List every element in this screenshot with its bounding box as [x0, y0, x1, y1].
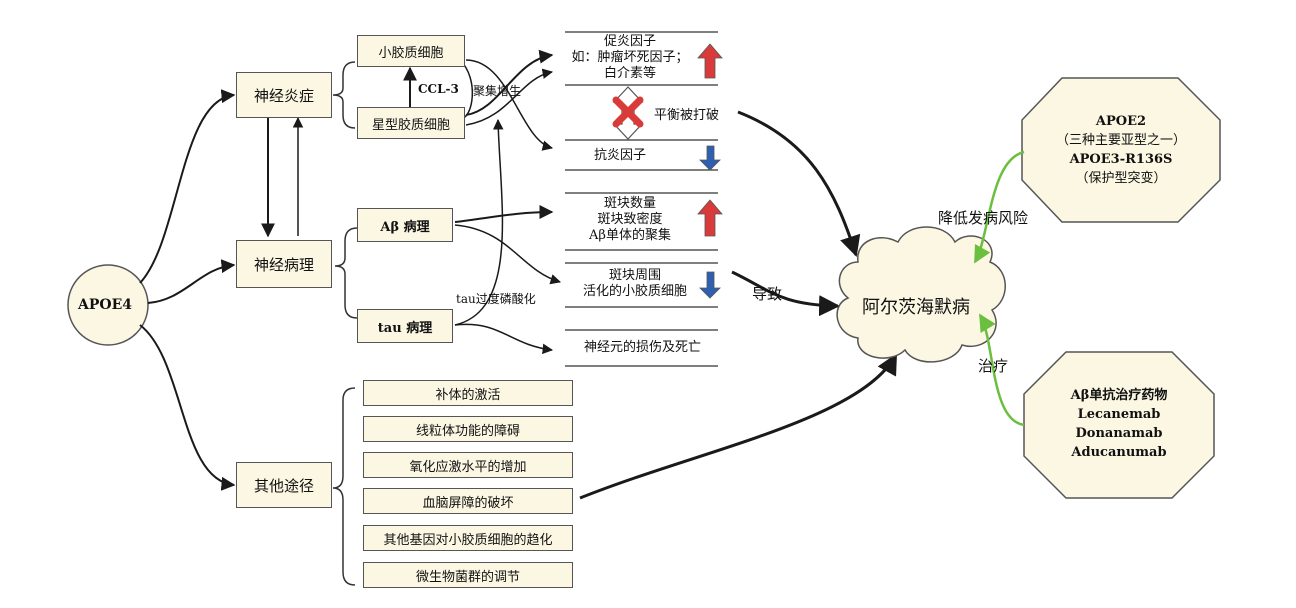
other-item: 补体的激活 [363, 380, 573, 406]
arrow-apoe4-pathology [147, 259, 236, 304]
arrow-treatment-to-ad [978, 313, 1025, 427]
neuron-death: 神经元的损伤及死亡 [583, 340, 701, 355]
brace-other [332, 387, 356, 586]
tau-box: tau 病理 [357, 309, 453, 343]
arrow-apoe4-inflammation [139, 89, 236, 284]
protective-text: APOE2 （三种主要亚型之一） APOE3-R136S （保护型突变） [1026, 112, 1216, 188]
treatment-line: Donanamab [1075, 426, 1163, 441]
arrow-abeta-activation [454, 224, 562, 285]
aggregate-label: 聚集增生 [473, 84, 522, 98]
arrow-to-antiinflammatory [465, 59, 554, 151]
treatment-octagon [1023, 351, 1215, 499]
other-item: 血脑屏障的破坏 [363, 488, 573, 514]
microglia-activation: 斑块周围 活化的小胶质细胞 [570, 268, 700, 300]
arrow-lead-to-ad [731, 270, 841, 317]
arrow-tau-to-aggregate [454, 118, 504, 326]
treatment-line: Aducanumab [1071, 445, 1167, 460]
other-item: 氧化应激水平的增加 [363, 452, 573, 478]
arrow-abeta-plaque [454, 205, 554, 223]
arrow-bbb-to-ad [579, 353, 898, 500]
pathway-inflammation: 神经炎症 [236, 72, 332, 118]
brace-inflammation [332, 61, 356, 129]
balance-broken-label: 平衡被打破 [654, 108, 720, 123]
down-arrow-icon [699, 145, 721, 171]
other-item: 微生物菌群的调节 [363, 562, 573, 588]
abeta-box: Aβ 病理 [357, 208, 453, 242]
protective-line: APOE3-R136S [1069, 152, 1173, 167]
other-item: 线粒体功能的障碍 [363, 416, 573, 442]
proinflammatory-line: 促炎因子 [603, 34, 656, 49]
outcome-label: 阿尔茨海默病 [862, 297, 970, 318]
down-arrow-icon [699, 271, 721, 299]
arrow-apoe4-other [139, 324, 236, 491]
treatment-text: Aβ单抗治疗药物 Lecanemab Donanamab Aducanumab [1026, 386, 1212, 462]
microglia-box: 小胶质细胞 [357, 35, 465, 67]
ad-cloud-shape [836, 226, 1006, 363]
arrow-to-proinflammatory-2 [465, 68, 554, 126]
proinflammatory-line: 如：肿瘤坏死因子； [571, 50, 689, 65]
arrow-to-proinflammatory [465, 49, 554, 116]
protective-line: （保护型突变） [1075, 171, 1167, 186]
arrow-protective-to-ad [973, 150, 1025, 264]
treatment-line: Lecanemab [1077, 407, 1161, 422]
pathway-pathology: 神经病理 [236, 240, 332, 288]
plaque-line: 斑块致密度 [597, 212, 663, 227]
root-node: APOE4 [78, 297, 132, 313]
activation-line: 斑块周围 [608, 268, 661, 283]
lead-label: 导致 [752, 285, 783, 303]
proinflammatory-line: 白介素等 [603, 66, 656, 81]
tau-phosphorylation-label: tau过度磷酸化 [456, 292, 536, 306]
up-arrow-icon [697, 199, 723, 237]
astrocyte-box: 星型胶质细胞 [357, 107, 465, 139]
apoe4-node-circle [67, 264, 149, 346]
plaque-effects: 斑块数量 斑块致密度 Aβ单体的聚集 [570, 196, 690, 244]
proinflammatory-factors: 促炎因子 如：肿瘤坏死因子； 白介素等 [560, 34, 700, 82]
antiinflammatory-factors: 抗炎因子 [593, 148, 646, 163]
balance-broken-icon [612, 86, 644, 140]
plaque-line: 斑块数量 [603, 196, 656, 211]
pathway-other: 其他途径 [236, 462, 332, 508]
protective-line: APOE2 [1095, 114, 1147, 129]
up-arrow-icon [697, 43, 723, 79]
ccl3-label: CCL-3 [418, 82, 459, 96]
other-item: 其他基因对小胶质细胞的趋化 [363, 525, 573, 551]
effect-lines [565, 31, 718, 367]
treatment-line: Aβ单抗治疗药物 [1070, 388, 1168, 403]
activation-line: 活化的小胶质细胞 [582, 284, 687, 299]
brace-pathology [334, 227, 358, 319]
reduce-risk-label: 降低发病风险 [938, 209, 1029, 227]
protective-octagon [1021, 77, 1221, 223]
plaque-line: Aβ单体的聚集 [589, 228, 671, 243]
treatment-label: 治疗 [978, 357, 1009, 375]
arrow-balance-to-ad [737, 110, 861, 257]
protective-line: （三种主要亚型之一） [1055, 133, 1186, 148]
arrow-tau-to-neuron [454, 323, 554, 355]
